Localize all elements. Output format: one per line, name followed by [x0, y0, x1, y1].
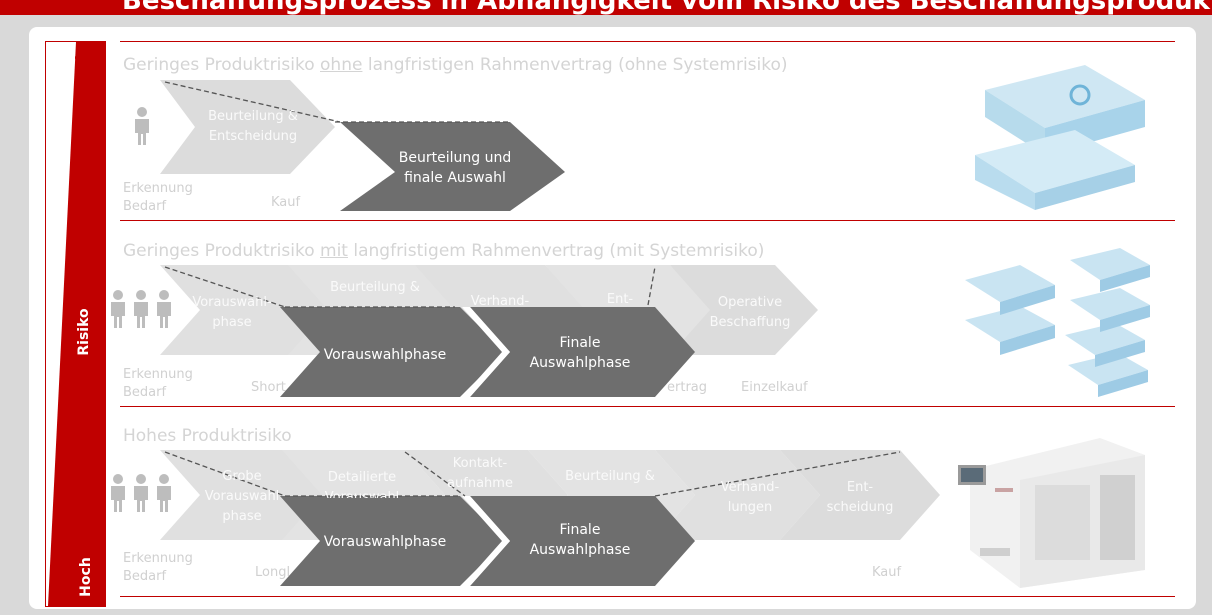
slide-title: Beschaffungsprozess in Abhängigkeit vom …: [122, 0, 1212, 15]
divider-top: [120, 41, 1175, 42]
section-2-step-5: Operative Beschaffung: [709, 295, 791, 330]
section-1-title: Geringes Produktrisiko ohne langfristige…: [123, 55, 788, 75]
section-1-step-1: Beurteilung & Entscheidung: [208, 109, 298, 144]
risk-wedge: [48, 42, 105, 606]
section-1-label-bedarf: Erkennung Bedarf: [123, 181, 193, 214]
section-2-title: Geringes Produktrisiko mit langfristigem…: [123, 241, 765, 261]
section-2-label-bedarf: Erkennung Bedarf: [123, 367, 193, 400]
section-2-step-1: Vorauswahl-phase: [192, 295, 272, 330]
section-2-step-4: Ent-: [606, 292, 634, 307]
section-2-label-short: Short: [251, 380, 286, 395]
section-2-dark-step-2: Finale Auswahlphase: [529, 335, 631, 371]
persons-group-icon: [111, 290, 171, 328]
section-1-dark-step-1: Beurteilung und finale Auswahl: [398, 150, 512, 186]
paper-ream-stack: [965, 60, 1165, 215]
risk-axis-label: Risiko: [76, 308, 92, 356]
section-2-label-vertrag: ertrag: [667, 380, 708, 395]
section-3-label-bedarf: Erkennung Bedarf: [123, 551, 193, 584]
section-3-label-kauf: Kauf: [872, 565, 902, 580]
section-2-label-einzelkauf: Einzelkauf: [741, 380, 808, 395]
section-3-step-2: Detailierte Vorauswahl: [324, 470, 400, 498]
section-2-step-2: Beurteilung &: [330, 280, 420, 295]
section-3-chevrons: [160, 450, 940, 586]
person-icon: [135, 107, 149, 145]
section-3-step-3: Kontakt-aufnahme: [447, 456, 513, 491]
risk-axis: Niedrig Risiko Hoch: [45, 41, 106, 607]
section-1-label-kauf: Kauf: [271, 195, 301, 210]
persons-group-icon: [111, 474, 171, 512]
section-2-dark-step-1: Vorauswahlphase: [323, 347, 447, 363]
section-3-step-5: Verhand-lungen: [720, 480, 780, 515]
cnc-machine: [950, 430, 1160, 590]
section-3-dark-step-2: Finale Auswahlphase: [529, 522, 631, 558]
section-1-chevrons: [160, 80, 565, 211]
paper-reams-grid: [960, 240, 1160, 400]
title-bar: Beschaffungsprozess in Abhängigkeit vom …: [0, 0, 1212, 15]
section-3-step-1: Grobe Vorauswahl phase: [204, 469, 280, 524]
section-3-step-6: Ent-scheidung: [826, 480, 894, 515]
section-2-step-3: Verhand-: [470, 294, 530, 309]
divider-bottom: [120, 596, 1175, 597]
divider-1: [120, 220, 1175, 221]
section-3-label-longlist: Longl: [255, 565, 291, 580]
risk-high-label: Hoch: [78, 557, 94, 597]
section-3-step-4: Beurteilung &: [565, 469, 655, 484]
section-3-dark-step-1: Vorauswahlphase: [323, 534, 447, 550]
section-3-title: Hohes Produktrisiko: [123, 426, 292, 446]
risk-low-label: Niedrig: [74, 45, 90, 103]
divider-2: [120, 406, 1175, 407]
section-2-chevrons: [160, 265, 818, 397]
